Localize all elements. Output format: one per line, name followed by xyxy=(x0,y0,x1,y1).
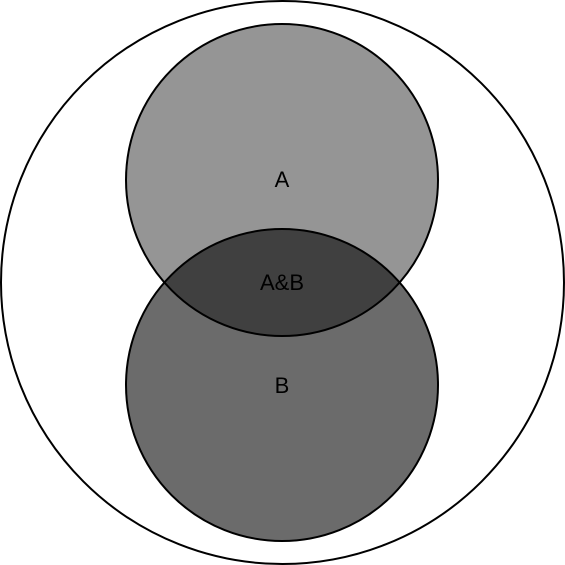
set-a-label: A xyxy=(275,167,290,192)
intersection-label: A&B xyxy=(260,270,304,295)
set-b-outline xyxy=(125,228,439,542)
intersection-region xyxy=(126,229,438,336)
set-a-outline xyxy=(125,23,439,337)
set-b-label: B xyxy=(275,373,290,398)
